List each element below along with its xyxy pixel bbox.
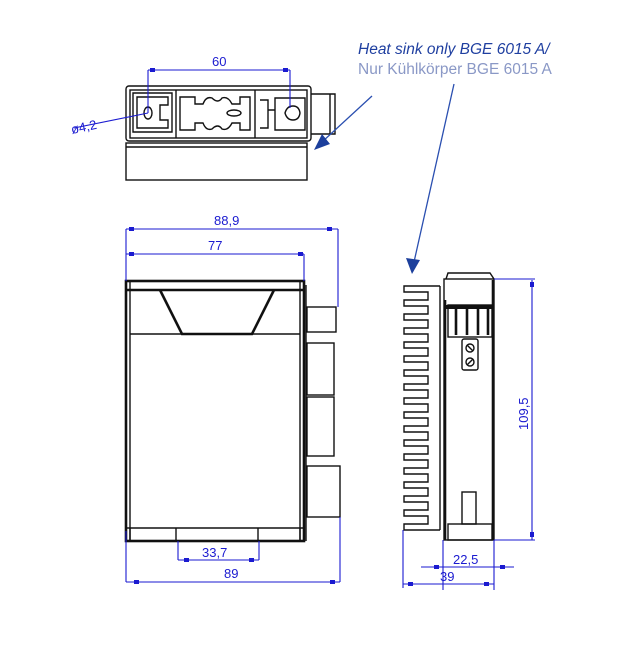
- top-view: 60 ø4,2: [70, 54, 336, 181]
- dimension-label-total-width: 39: [440, 569, 454, 584]
- right-foot: [257, 528, 301, 542]
- right-mounting-hole: [284, 105, 301, 121]
- left-mounting-bracket: [132, 92, 173, 133]
- dimension-label-height: 109,5: [516, 397, 531, 430]
- arrowhead-top-view: [314, 134, 330, 150]
- top-view-outline: [125, 85, 312, 142]
- dimension-label-base-width: 89: [224, 566, 238, 581]
- potentiometer-2-icon: [465, 357, 475, 367]
- bottom-connector: [447, 523, 493, 541]
- top-view-inner: [129, 89, 308, 139]
- front-view: 88,9 77 33,7 89: [124, 213, 341, 584]
- dimension-label-body-depth: 77: [208, 238, 222, 253]
- center-slot: [226, 109, 242, 117]
- side-view-housing: [443, 278, 495, 541]
- heat-sink-plate: [125, 142, 308, 181]
- arrow-to-top-view: [321, 95, 373, 143]
- side-view: 109,5 22,5 39: [402, 272, 535, 590]
- dimension-label-overall-depth: 88,9: [214, 213, 239, 228]
- left-foot: [129, 528, 177, 542]
- heat-sink-caption: Heat sink only BGE 6015 A/ Nur Kühlkörpe…: [358, 40, 552, 80]
- bottom-connector-pin: [461, 491, 477, 525]
- connector-3: [306, 396, 335, 457]
- dimension-label-bottom-slot: 33,7: [202, 545, 227, 560]
- arrowhead-side-view: [406, 258, 420, 274]
- dimension-label-hole-spacing: 60: [212, 54, 226, 69]
- leader-line-diameter: [73, 112, 149, 129]
- potentiometer-panel: [461, 338, 479, 371]
- connector-2: [306, 342, 335, 396]
- caption-german: Nur Kühlkörper BGE 6015 A: [358, 61, 552, 78]
- arrow-to-side-view: [413, 83, 455, 263]
- dimension-label-hole-diameter: ø4,2: [70, 117, 99, 137]
- connector-1: [306, 306, 337, 333]
- caption-english: Heat sink only BGE 6015 A/: [358, 41, 550, 58]
- terminal-block: [447, 304, 493, 338]
- caption-arrows: [314, 83, 455, 274]
- dimension-label-body-width: 22,5: [453, 552, 478, 567]
- potentiometer-1-icon: [465, 343, 475, 353]
- right-mounting-bracket: [274, 97, 306, 131]
- top-view-connector: [311, 93, 336, 135]
- heat-sink-fins: [403, 285, 440, 531]
- front-top-chamfer: [158, 289, 276, 336]
- front-view-housing: [124, 279, 306, 543]
- heat-sink-profile: [179, 96, 251, 131]
- connector-4: [306, 465, 341, 518]
